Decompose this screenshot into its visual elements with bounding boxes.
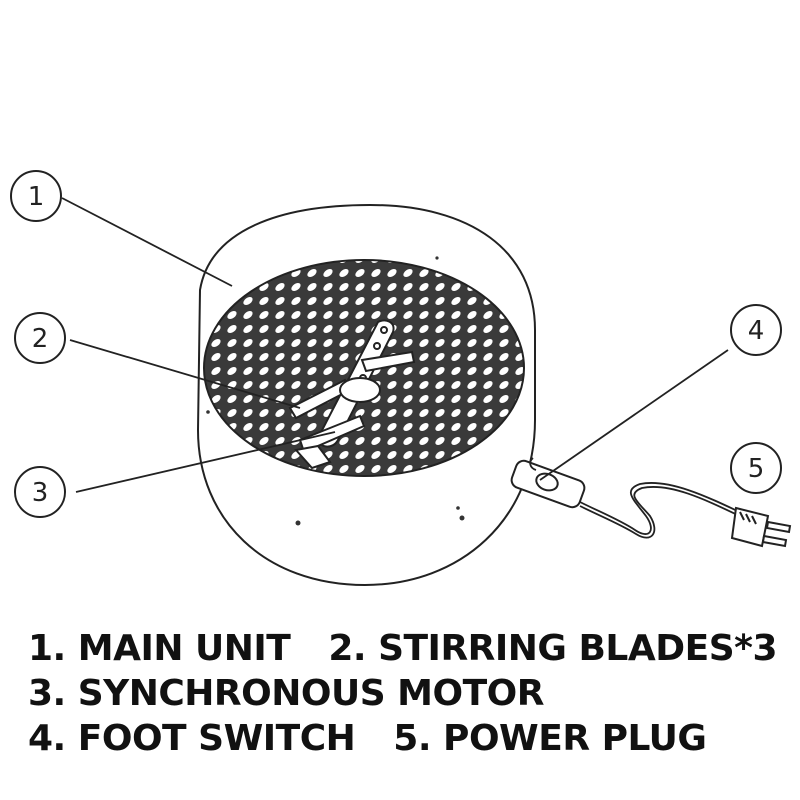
legend-item-foot-switch: 4. FOOT SWITCH <box>28 718 356 759</box>
legend-item-stirring-blades: 2. STIRRING BLADES*3 <box>328 628 778 669</box>
power-plug-prong-bottom <box>761 534 788 548</box>
legend-row-1: 1. MAIN UNIT 2. STIRRING BLADES*3 <box>28 626 788 671</box>
leader-line-1 <box>61 197 233 287</box>
foot-switch <box>510 459 586 509</box>
legend-row-3: 4. FOOT SWITCH 5. POWER PLUG <box>28 716 788 761</box>
callout-4: 4 <box>730 304 782 356</box>
body-screws <box>206 256 465 526</box>
callout-5-label: 5 <box>748 454 765 484</box>
power-plug-prong-top <box>765 520 792 534</box>
legend-item-power-plug: 5. POWER PLUG <box>393 718 707 759</box>
callout-1: 1 <box>10 170 62 222</box>
callout-2: 2 <box>14 312 66 364</box>
motor-bracket <box>294 444 332 470</box>
main-unit <box>196 203 536 587</box>
motor-hub <box>339 377 381 403</box>
callout-4-label: 4 <box>748 316 765 346</box>
stirring-blades <box>288 319 416 470</box>
callout-3: 3 <box>14 466 66 518</box>
leader-line-2 <box>69 339 301 409</box>
leader-line-3 <box>75 431 336 493</box>
stirring-blade-right <box>360 350 416 373</box>
parts-legend: 1. MAIN UNIT 2. STIRRING BLADES*3 3. SYNC… <box>28 626 788 761</box>
legend-row-2: 3. SYNCHRONOUS MOTOR <box>28 671 788 716</box>
legend-item-synchronous-motor: 3. SYNCHRONOUS MOTOR <box>28 673 545 714</box>
legend-item-main-unit: 1. MAIN UNIT <box>28 628 291 669</box>
power-plug-body <box>730 506 770 548</box>
callout-2-label: 2 <box>32 324 49 354</box>
leader-line-4 <box>539 349 729 481</box>
leader-lines <box>61 197 729 493</box>
callout-1-label: 1 <box>28 182 45 212</box>
main-unit-body-outline <box>196 203 536 587</box>
power-plug <box>730 506 792 548</box>
callout-5: 5 <box>730 442 782 494</box>
callout-3-label: 3 <box>32 478 49 508</box>
power-cord <box>529 457 749 539</box>
